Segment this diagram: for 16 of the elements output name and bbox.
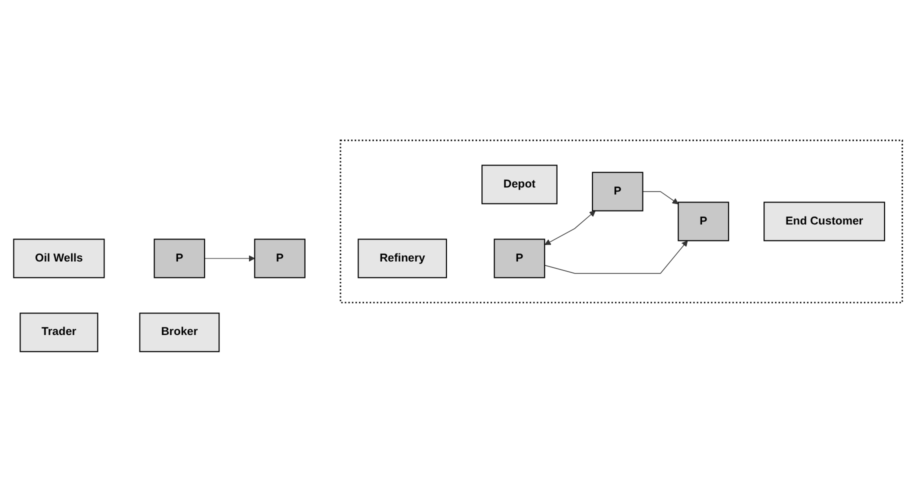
node-box: P <box>154 238 206 278</box>
node-box: Broker <box>139 312 220 352</box>
node-box: P <box>592 172 644 212</box>
node-box: P <box>254 238 306 278</box>
arrow <box>642 191 679 204</box>
node-box: P <box>678 202 730 242</box>
node-box: End Customer <box>764 202 886 242</box>
node-box: Trader <box>20 312 98 352</box>
arrow <box>544 240 688 274</box>
node-box: Refinery <box>358 238 447 278</box>
node-box: Oil Wells <box>13 238 105 278</box>
node-box: P <box>494 238 546 278</box>
arrow <box>544 210 596 245</box>
node-box: Depot <box>481 164 558 204</box>
arrow <box>204 255 255 262</box>
cluster <box>340 140 904 304</box>
